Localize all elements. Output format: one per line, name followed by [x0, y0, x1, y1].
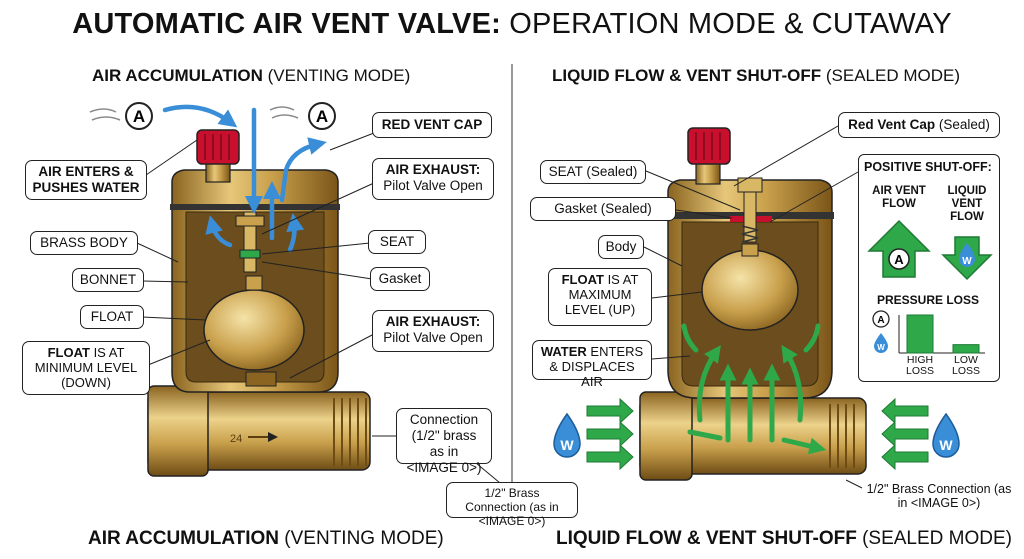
label-red-vent-cap-sealed: Red Vent Cap (Sealed): [838, 112, 1000, 138]
page-title: AUTOMATIC AIR VENT VALVE: OPERATION MODE…: [72, 8, 952, 40]
label-seat-sealed: SEAT (Sealed): [540, 160, 646, 184]
inset-pressure-loss: PRESSURE LOSS: [877, 293, 980, 307]
inset-graphics: A W A W: [867, 219, 993, 354]
label-right-brass-connection: 1/2" Brass Connection (as in <IMAGE 0>): [866, 482, 1012, 510]
label-connection: Connection (1/2" brass as in <IMAGE 0>): [396, 408, 492, 475]
label-air-enters: AIR ENTERS & PUSHES WATER: [25, 160, 147, 200]
label-seat: SEAT: [368, 230, 426, 254]
left-valve: 24 A A: [89, 102, 397, 477]
label-float: FLOAT: [80, 305, 144, 329]
label-brass-body: BRASS BODY: [30, 231, 138, 255]
body-mark: 24: [230, 433, 242, 445]
inset-title: POSITIVE SHUT-OFF:: [864, 160, 992, 174]
air-badge-icon: A: [308, 102, 336, 130]
water-inflow-arrows-right: [881, 397, 929, 471]
inset-air-vent-flow: AIR VENT FLOW: [872, 185, 926, 210]
label-water-enters: WATER ENTERS & DISPLACES AIR: [532, 340, 652, 389]
svg-text:W: W: [560, 437, 574, 453]
svg-text:W: W: [962, 256, 972, 267]
inset-air-badge-icon: A: [872, 310, 890, 328]
label-gasket: Gasket: [370, 267, 430, 291]
air-vent-up-arrow-icon: A: [867, 219, 931, 278]
right-panel-heading: LIQUID FLOW & VENT SHUT-OFF (SEALED MODE…: [552, 66, 961, 85]
water-drop-icon: W: [553, 412, 581, 458]
svg-text:A: A: [133, 107, 145, 126]
label-bonnet: BONNET: [72, 268, 144, 292]
water-inflow-arrows-left: [586, 397, 634, 471]
inset-low-loss: LOW LOSS: [951, 354, 980, 377]
inset-high-loss: HIGH LOSS: [905, 354, 934, 377]
inset-water-badge-icon: W: [874, 333, 888, 353]
svg-text:A: A: [316, 107, 328, 126]
right-valve: [639, 125, 867, 489]
label-red-vent-cap: RED VENT CAP: [372, 112, 492, 138]
right-panel-footer: LIQUID FLOW & VENT SHUT-OFF (SEALED MODE…: [556, 528, 1013, 549]
svg-text:W: W: [939, 437, 953, 453]
left-panel-footer: AIR ACCUMULATION (VENTING MODE): [88, 528, 444, 549]
svg-text:W: W: [877, 343, 885, 352]
label-air-exhaust-top: AIR EXHAUST:Pilot Valve Open: [372, 158, 494, 200]
left-panel-heading: AIR ACCUMULATION (VENTING MODE): [92, 66, 411, 85]
label-gasket-sealed: Gasket (Sealed): [530, 197, 676, 221]
air-badge-icon: A: [125, 102, 153, 130]
svg-text:A: A: [877, 315, 884, 326]
label-body: Body: [598, 235, 644, 259]
label-air-exhaust-bottom: AIR EXHAUST:Pilot Valve Open: [372, 310, 494, 352]
pressure-loss-bar: [906, 314, 934, 354]
liquid-vent-down-arrow-icon: W: [941, 236, 993, 281]
svg-text:A: A: [894, 252, 904, 267]
water-drop-icon: W: [932, 412, 960, 458]
inset-liquid-vent-flow: LIQUID VENT FLOW: [947, 185, 987, 223]
pressure-loss-bar: [952, 344, 980, 354]
positive-shutoff-inset: POSITIVE SHUT-OFF: AIR VENT FLOW LIQUID …: [858, 154, 1000, 382]
label-float-level: FLOAT IS AT MINIMUM LEVEL (DOWN): [22, 341, 150, 395]
label-middle-brass-connection: 1/2" Brass Connection (as in <IMAGE 0>): [446, 482, 578, 528]
label-float-max: FLOAT IS AT MAXIMUM LEVEL (UP): [548, 268, 652, 326]
